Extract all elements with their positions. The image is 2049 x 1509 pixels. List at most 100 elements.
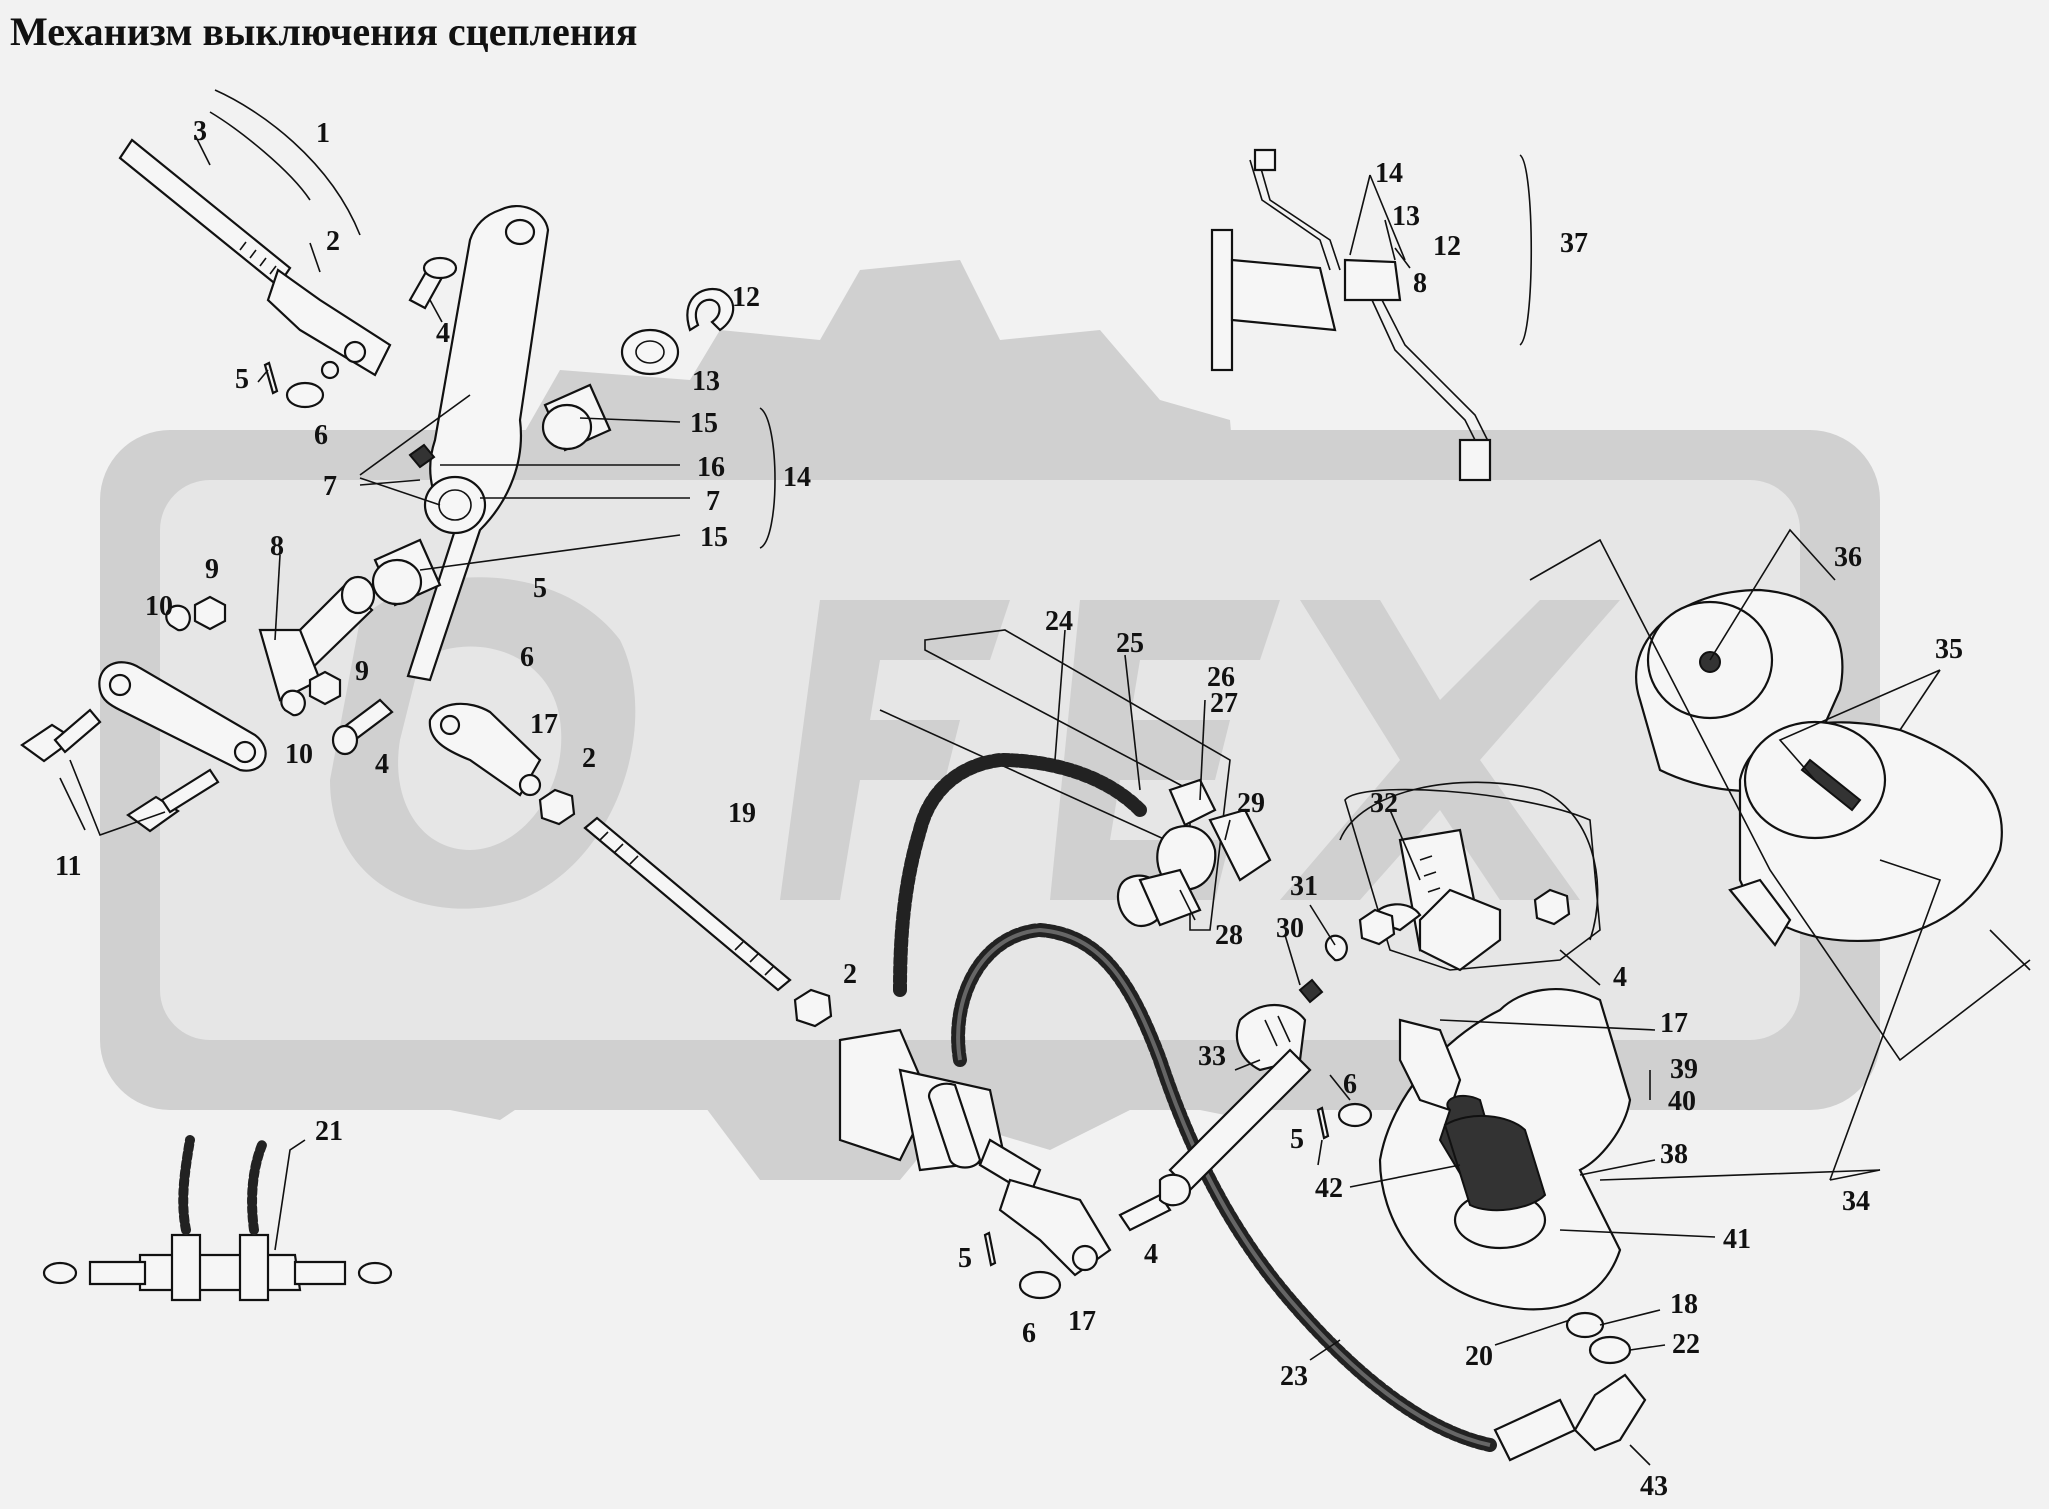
label-26: 26 — [1207, 662, 1235, 693]
label-3: 3 — [193, 116, 207, 147]
label-4-right: 4 — [1613, 962, 1627, 993]
label-38: 38 — [1660, 1139, 1688, 1170]
label-8: 8 — [270, 531, 284, 562]
label-20: 20 — [1465, 1341, 1493, 1372]
label-5-bottom: 5 — [958, 1243, 972, 1274]
label-11: 11 — [55, 851, 81, 882]
label-2: 2 — [326, 226, 340, 257]
part-cotter-5-right — [1316, 1106, 1330, 1140]
part-rod-3 — [118, 138, 392, 380]
label-32: 32 — [1370, 788, 1398, 819]
label-25: 25 — [1116, 628, 1144, 659]
frame-line-right-2 — [1989, 929, 2031, 971]
label-12-right: 12 — [1433, 231, 1461, 262]
part-hose-end — [1493, 1398, 1577, 1462]
part-cotter-5-low — [983, 1231, 997, 1267]
part-labels: 1 2 3 4 5 6 7 7 8 9 10 9 10 11 12 13 15 … — [55, 116, 1963, 1502]
label-9-low: 9 — [355, 656, 369, 687]
label-6: 6 — [314, 420, 328, 451]
label-9-top: 9 — [205, 554, 219, 585]
label-30: 30 — [1276, 913, 1304, 944]
label-7-left: 7 — [323, 471, 337, 502]
label-19: 19 — [728, 798, 756, 829]
label-6-mid: 6 — [520, 642, 534, 673]
part-spring-31 — [1324, 934, 1348, 962]
part-nut-9b — [308, 670, 342, 706]
label-42: 42 — [1315, 1173, 1343, 1204]
part-pedal-lever-7 — [406, 205, 550, 682]
label-5: 5 — [235, 364, 249, 395]
label-37: 37 — [1560, 228, 1588, 259]
parts — [20, 138, 2031, 1462]
label-21: 21 — [315, 1116, 343, 1147]
part-master-cylinder — [838, 1028, 1112, 1277]
part-pin-4 — [408, 256, 458, 310]
label-10-top: 10 — [145, 591, 173, 622]
label-35: 35 — [1935, 634, 1963, 665]
label-23: 23 — [1280, 1361, 1308, 1392]
label-8-right: 8 — [1413, 268, 1427, 299]
label-4-low: 4 — [375, 749, 389, 780]
label-39: 39 — [1670, 1054, 1698, 1085]
part-pin-4-mid — [1118, 1193, 1172, 1232]
label-34: 34 — [1842, 1186, 1870, 1217]
part-nut-2-low — [793, 988, 833, 1028]
label-41: 41 — [1723, 1224, 1751, 1255]
hose-24 — [893, 752, 1147, 997]
label-14-right: 14 — [1375, 158, 1403, 189]
part-cotter-5 — [263, 361, 279, 395]
label-22: 22 — [1672, 1329, 1700, 1360]
label-43: 43 — [1640, 1471, 1668, 1502]
part-grease-fitting-16 — [408, 443, 436, 469]
part-bushing-15-low — [371, 538, 442, 607]
hose-23-core — [956, 927, 1491, 1447]
label-6-bottom: 6 — [1022, 1318, 1036, 1349]
label-29: 29 — [1237, 788, 1265, 819]
part-bell-35 — [1728, 720, 2003, 947]
part-fork-17 — [428, 702, 542, 797]
label-28: 28 — [1215, 920, 1243, 951]
label-13-right: 13 — [1392, 201, 1420, 232]
part-bushing-15-top — [541, 383, 612, 452]
part-fittings-26-29 — [1138, 778, 1272, 927]
label-5-right: 5 — [1290, 1124, 1304, 1155]
part-washer-13 — [620, 328, 680, 376]
part-fitting-43 — [1573, 1373, 1647, 1452]
label-31: 31 — [1290, 871, 1318, 902]
part-boot-42 — [1443, 1114, 1547, 1212]
label-4-bottom: 4 — [1144, 1239, 1158, 1270]
label-27: 27 — [1210, 688, 1238, 719]
part-washer-18 — [1565, 1311, 1605, 1339]
label-6-right: 6 — [1343, 1069, 1357, 1100]
part-washer-6 — [285, 381, 325, 409]
label-18: 18 — [1670, 1289, 1698, 1320]
part-shaft-8 — [258, 575, 376, 702]
label-40: 40 — [1668, 1086, 1696, 1117]
part-clip-12 — [686, 287, 735, 332]
label-17-bottom: 17 — [1068, 1306, 1096, 1337]
label-1: 1 — [316, 118, 330, 149]
leader-lines — [59, 89, 1942, 1466]
label-17-left: 17 — [530, 709, 558, 740]
label-33: 33 — [1198, 1041, 1226, 1072]
part-link-plate — [98, 661, 267, 772]
part-gear-32 — [1339, 781, 1599, 972]
label-12: 12 — [732, 282, 760, 313]
label-13: 13 — [692, 366, 720, 397]
part-bracket-37 — [1210, 148, 1492, 482]
label-4: 4 — [436, 318, 450, 349]
part-clip-30 — [1298, 978, 1324, 1004]
page-title: Механизм выключения сцепления — [10, 9, 638, 54]
label-2-low: 2 — [843, 959, 857, 990]
part-pushrod-19 — [583, 816, 792, 992]
label-36: 36 — [1834, 542, 1862, 573]
part-washer-22 — [1588, 1335, 1632, 1365]
label-24: 24 — [1045, 606, 1073, 637]
part-bolt-11b — [126, 768, 220, 833]
part-bolt-11a — [20, 708, 102, 763]
part-washer-6-right — [1337, 1102, 1373, 1128]
part-ring-10b — [280, 689, 306, 717]
part-cylinder-21 — [42, 1135, 393, 1302]
